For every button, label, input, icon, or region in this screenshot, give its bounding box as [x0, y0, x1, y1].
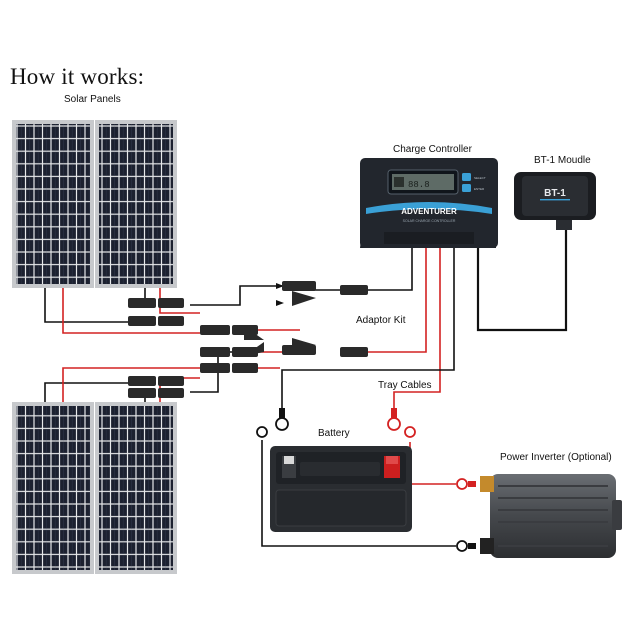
svg-text:ENTER: ENTER: [474, 187, 485, 191]
svg-text:ADVENTURER: ADVENTURER: [401, 207, 457, 216]
power-inverter-label: Power Inverter (Optional): [500, 452, 612, 463]
charge-controller-icon: 88.8 SELECT ENTER ADVENTURER SOLAR CHARG…: [360, 158, 498, 248]
solar-panels-label: Solar Panels: [64, 94, 121, 105]
svg-text:88.8: 88.8: [408, 180, 430, 190]
inverter-icon: [480, 474, 622, 558]
tray-cables-label: Tray Cables: [378, 380, 432, 391]
solar-panel-icon: [12, 120, 94, 288]
page-title: How it works:: [10, 64, 145, 89]
mc4-connector-icon: [128, 298, 184, 398]
solar-panel-icon: [95, 402, 177, 574]
svg-text:SELECT: SELECT: [474, 176, 486, 180]
svg-text:BT-1: BT-1: [544, 188, 566, 199]
solar-panel-icon: [12, 402, 94, 574]
mc4-connector-icon: [282, 281, 368, 357]
solar-panel-icon: [95, 120, 177, 288]
bt-module-label: BT-1 Moudle: [534, 155, 591, 166]
mc4-connector-icon: [200, 325, 264, 373]
arrow-icon: [276, 283, 284, 289]
battery-label: Battery: [318, 428, 350, 439]
adaptor-kit-label: Adaptor Kit: [356, 315, 406, 326]
battery-icon: [270, 446, 412, 532]
arrow-icon: [276, 300, 284, 306]
bluetooth-module-icon: BT-1: [514, 172, 596, 230]
svg-text:SOLAR CHARGE CONTROLLER: SOLAR CHARGE CONTROLLER: [403, 219, 456, 223]
terminal-lug-icon: [279, 408, 476, 549]
charge-controller-label: Charge Controller: [393, 144, 472, 155]
